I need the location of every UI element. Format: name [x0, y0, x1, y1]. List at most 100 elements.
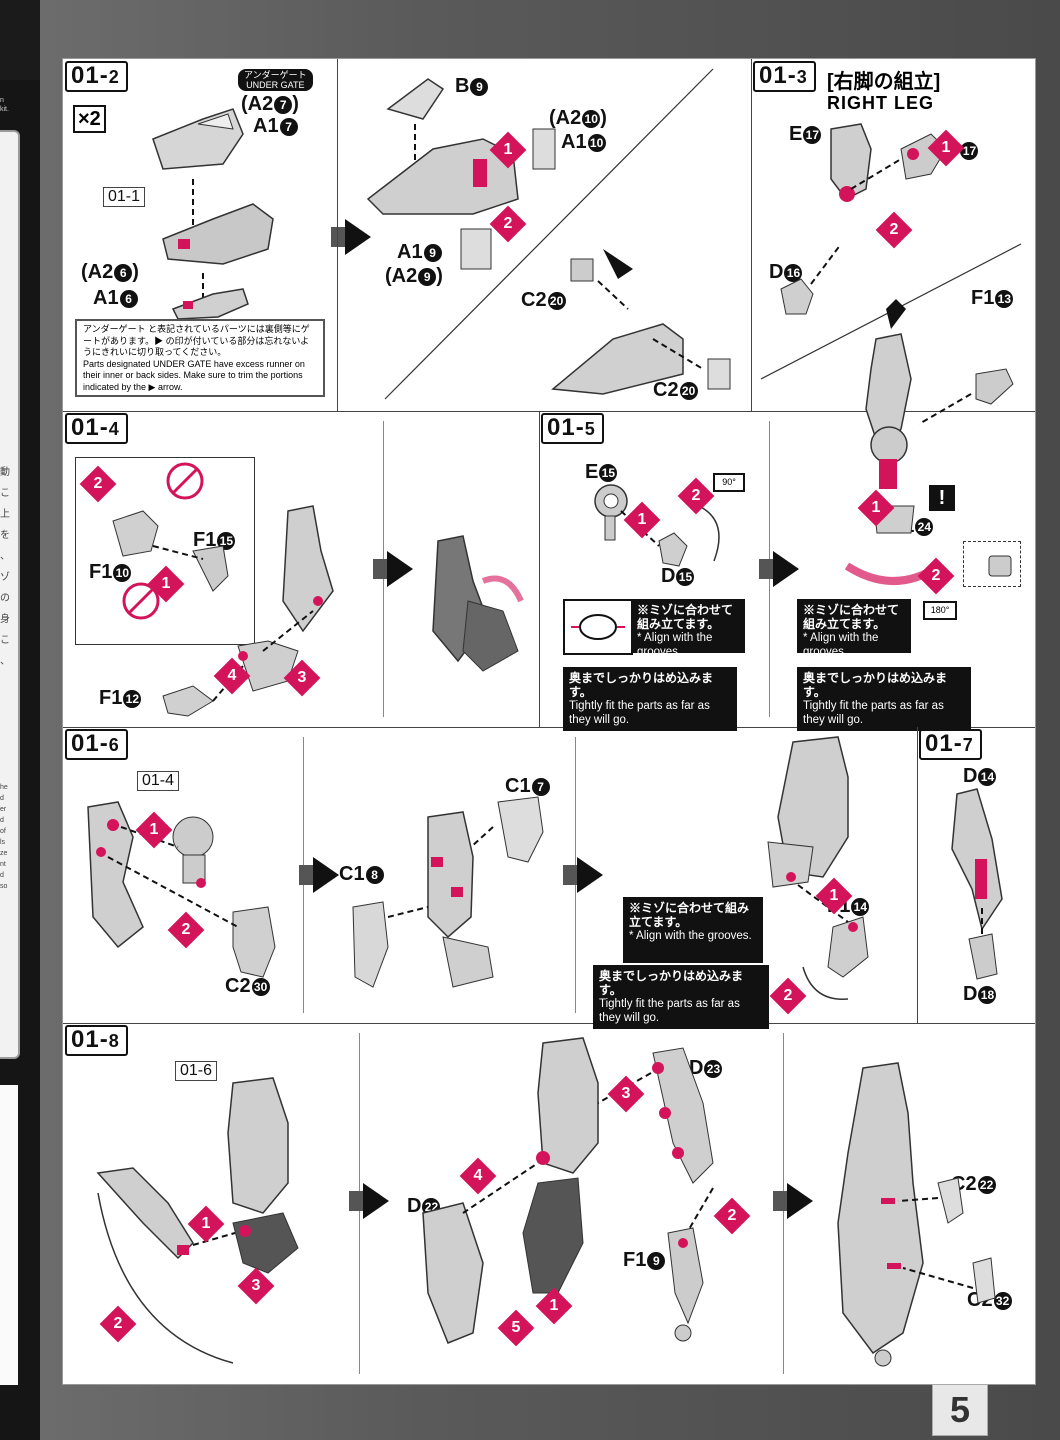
- step-arrow: [563, 857, 603, 893]
- step-number: 01-6: [65, 729, 128, 760]
- multiplier-badge: ×2: [73, 105, 106, 133]
- step-number: 01-8: [65, 1025, 128, 1056]
- ref-tag: 01-1: [103, 187, 146, 207]
- step-order-2: 2: [769, 977, 807, 1015]
- step-order-5: 5: [497, 1309, 535, 1347]
- step-number: 01-2: [65, 61, 128, 92]
- fit-note: 奥までしっかりはめ込みます。Tightly fit the parts as f…: [797, 667, 971, 731]
- align-note: ※ミゾに合わせて組み立てます。* Align with the grooves.: [631, 599, 745, 658]
- step-order-1: 1: [815, 877, 853, 915]
- part-illustration-foot: [366, 68, 731, 400]
- step-arrow: [773, 1183, 813, 1219]
- step-order-2: 2: [713, 1197, 751, 1235]
- step-order-2: 2: [167, 911, 205, 949]
- warning-icon: !: [929, 485, 955, 511]
- under-gate-badge: アンダーゲート UNDER GATE: [238, 69, 313, 91]
- step-order-2: 2: [677, 477, 715, 515]
- part-illustration-frame: [951, 788, 1003, 980]
- detail-callout: [963, 541, 1021, 587]
- rotate-90-icon: 90°: [713, 473, 745, 492]
- step-order-1: 1: [147, 565, 185, 603]
- step-arrow: [759, 551, 799, 587]
- step-order-1: 1: [857, 489, 895, 527]
- under-gate-note: アンダーゲート と表記されているパーツには裏側等にゲートがあります。▶ の印が付…: [75, 319, 325, 397]
- groove-diagram: [563, 599, 633, 655]
- part-illustration-leg-front: [152, 108, 274, 320]
- ref-tag: 01-6: [175, 1061, 218, 1081]
- divider: [917, 727, 918, 1023]
- step-arrow: [373, 551, 413, 587]
- step-order-1: 1: [187, 1205, 225, 1243]
- strip-jp-text: 動こ上を、ゾの身こ、: [0, 467, 10, 667]
- part-illustration-shin-a: [87, 801, 276, 978]
- step-arrow: [331, 219, 371, 255]
- part-illustration-shin-b: [352, 796, 544, 988]
- divider: [751, 59, 752, 411]
- step-order-1: 1: [489, 131, 527, 169]
- step-order-2: 2: [917, 557, 955, 595]
- strip-top: [0, 0, 40, 80]
- divider: [539, 411, 540, 727]
- part-illustration-leg-complete: [837, 1062, 996, 1367]
- step-title-jp: [右脚の組立]: [827, 71, 941, 93]
- rotate-180-icon: 180°: [923, 601, 957, 620]
- step-order-3: 3: [607, 1075, 645, 1113]
- step-order-4: 4: [459, 1157, 497, 1195]
- step-order-1: 1: [927, 129, 965, 167]
- part-illustration-shin-c: [767, 736, 869, 1000]
- step-order-2: 2: [79, 465, 117, 503]
- part-illustration-leg-assembly-a: [96, 1077, 299, 1364]
- page-number: 5: [932, 1384, 988, 1436]
- part-illustration-leg-joint: [760, 123, 1022, 456]
- step-order-1: 1: [535, 1287, 573, 1325]
- step-order-4: 4: [213, 657, 251, 695]
- part-illustration-ankle-a: [594, 484, 720, 567]
- step-number: 01-5: [541, 413, 604, 444]
- strip-panel-lower: [0, 1085, 18, 1385]
- step-order-3: 3: [283, 659, 321, 697]
- step-order-2: 2: [489, 205, 527, 243]
- align-note: ※ミゾに合わせて組み立てます。* Align with the grooves.: [623, 897, 763, 963]
- step-order-2: 2: [99, 1305, 137, 1343]
- ref-tag: 01-4: [137, 771, 180, 791]
- step-order-2: 2: [875, 211, 913, 249]
- step-order-1: 1: [623, 501, 661, 539]
